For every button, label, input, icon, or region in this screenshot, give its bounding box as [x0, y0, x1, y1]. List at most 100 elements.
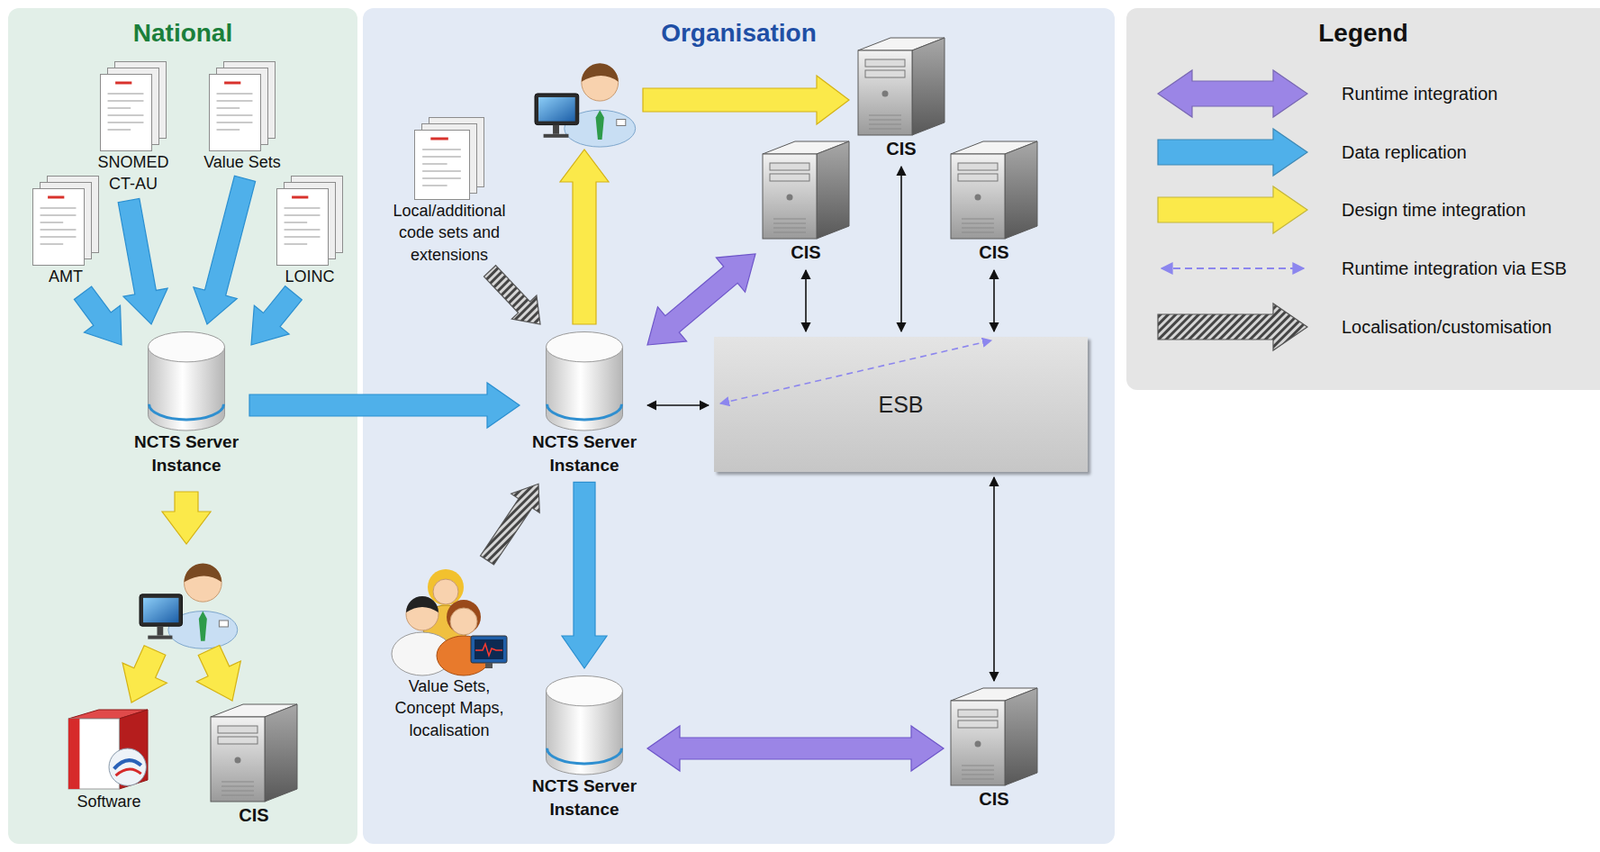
case-front [950, 700, 1005, 786]
page-sheet [277, 189, 329, 266]
vent [961, 217, 995, 219]
node-label: ESB [877, 391, 923, 418]
box-icon [66, 705, 152, 791]
design-arrow [162, 491, 211, 544]
vent [773, 217, 806, 219]
region-panel: OrganisationLocal/additional code sets a… [362, 8, 1115, 844]
esb-link [993, 270, 995, 332]
text-rule [216, 92, 254, 95]
cylinder-top [546, 676, 624, 706]
text-rule [216, 99, 254, 102]
code-system: LOINC [276, 175, 344, 288]
code-system: Value Sets [203, 61, 281, 173]
case-side [1004, 687, 1038, 786]
legend-label: Design time integration [1341, 199, 1527, 221]
replication-arrow [249, 382, 520, 428]
vent [961, 226, 995, 228]
terminology-server: NCTS Server Instance [128, 331, 245, 477]
person-badge [218, 620, 228, 627]
text-rule [422, 170, 462, 172]
box-front [68, 718, 119, 789]
vent [961, 768, 995, 770]
person-hair [184, 563, 223, 583]
drive-bay [865, 59, 905, 67]
clinical-system: CIS [856, 36, 947, 162]
drive-bay [217, 736, 258, 744]
node-label: CIS [856, 136, 947, 162]
box-band [68, 718, 80, 789]
text-rule [216, 121, 254, 124]
node-label: NCTS Server Instance [526, 774, 642, 821]
legend-arrow [1157, 128, 1308, 176]
power-button [235, 757, 242, 764]
node-label: Local/additional code sets and extension… [386, 199, 513, 266]
text-rule [108, 99, 145, 102]
design-arrow [122, 645, 167, 703]
person-face [450, 607, 478, 635]
vent [961, 777, 995, 779]
design-arrow [560, 149, 609, 325]
node-label: CIS [949, 786, 1040, 812]
node-label: LOINC [276, 265, 344, 288]
case-side [912, 37, 945, 136]
node-label: NCTS Server Instance [128, 430, 245, 477]
monitor-stand [156, 625, 163, 635]
page [100, 74, 153, 152]
server-icon [949, 686, 1040, 787]
case-front [950, 153, 1005, 239]
vent [773, 222, 806, 224]
cylinder-band [149, 404, 225, 420]
page-sheet [100, 74, 153, 152]
vent [773, 226, 806, 228]
monitor-foot [543, 134, 570, 138]
software-product: Software [66, 705, 152, 813]
legend-sample [1156, 184, 1310, 236]
panel-heading: National [8, 8, 358, 48]
vent [773, 231, 806, 233]
replication-arrow [117, 198, 168, 325]
page-sheet [415, 130, 471, 200]
monitor-foot [147, 635, 172, 640]
localisation-arrow [480, 483, 541, 565]
text-rule [422, 184, 447, 187]
case-front [210, 716, 265, 802]
service-bus: ESB [714, 336, 1088, 472]
text-rule [216, 107, 241, 109]
vent [961, 231, 995, 233]
monitor [534, 93, 579, 126]
code-system: Local/additional code sets and extension… [386, 117, 513, 266]
code-system: AMT [32, 175, 100, 288]
terminology-server: NCTS Server Instance [526, 675, 642, 821]
text-rule [40, 228, 77, 231]
power-button [786, 194, 794, 201]
clinical-system: CIS [208, 702, 299, 828]
replication-arrow [251, 286, 302, 345]
person-hair [446, 599, 481, 634]
server-icon [949, 139, 1040, 241]
vent [961, 773, 995, 775]
vent [961, 764, 995, 766]
monitor-screen [474, 639, 504, 660]
doc-icon [276, 175, 344, 266]
text-rule [216, 114, 254, 117]
case-side [816, 141, 850, 239]
vent [221, 785, 254, 787]
legend-arrow [1157, 186, 1308, 234]
vent [868, 114, 902, 116]
cylinder-band [547, 404, 623, 420]
node-label: Value Sets [203, 151, 281, 173]
vent [868, 127, 902, 129]
legend-label: Localisation/customisation [1341, 316, 1552, 338]
text-rule [40, 243, 64, 245]
person-badge [616, 118, 626, 126]
node-label: NCTS Server Instance [526, 430, 642, 477]
text-rule [40, 235, 77, 238]
case-side [264, 704, 298, 802]
doc-icon [32, 175, 100, 266]
person-hair [427, 569, 464, 606]
cylinder-top [546, 332, 624, 362]
text-rule [284, 214, 321, 217]
text-rule [108, 114, 145, 117]
design-arrow [642, 75, 850, 125]
legend-sample [1156, 126, 1310, 178]
